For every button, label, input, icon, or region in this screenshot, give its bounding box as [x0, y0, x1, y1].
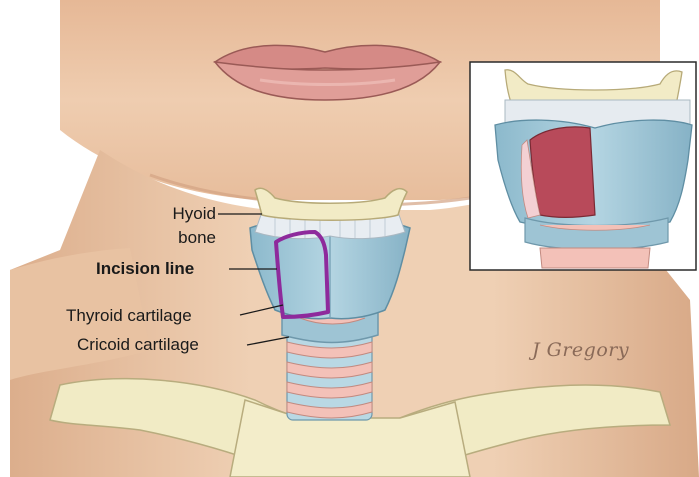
trachea — [287, 330, 372, 420]
label-incision-line: Incision line — [96, 259, 194, 279]
artist-signature: J Gregory — [532, 339, 629, 361]
label-hyoid-line2: bone — [150, 228, 216, 248]
label-hyoid-line1: Hyoid — [150, 204, 216, 224]
inset-cutaway-view — [470, 62, 696, 270]
label-thyroid-cartilage: Thyroid cartilage — [66, 306, 192, 326]
label-hyoid: Hyoid bone — [150, 204, 216, 248]
label-cricoid-cartilage: Cricoid cartilage — [77, 335, 199, 355]
